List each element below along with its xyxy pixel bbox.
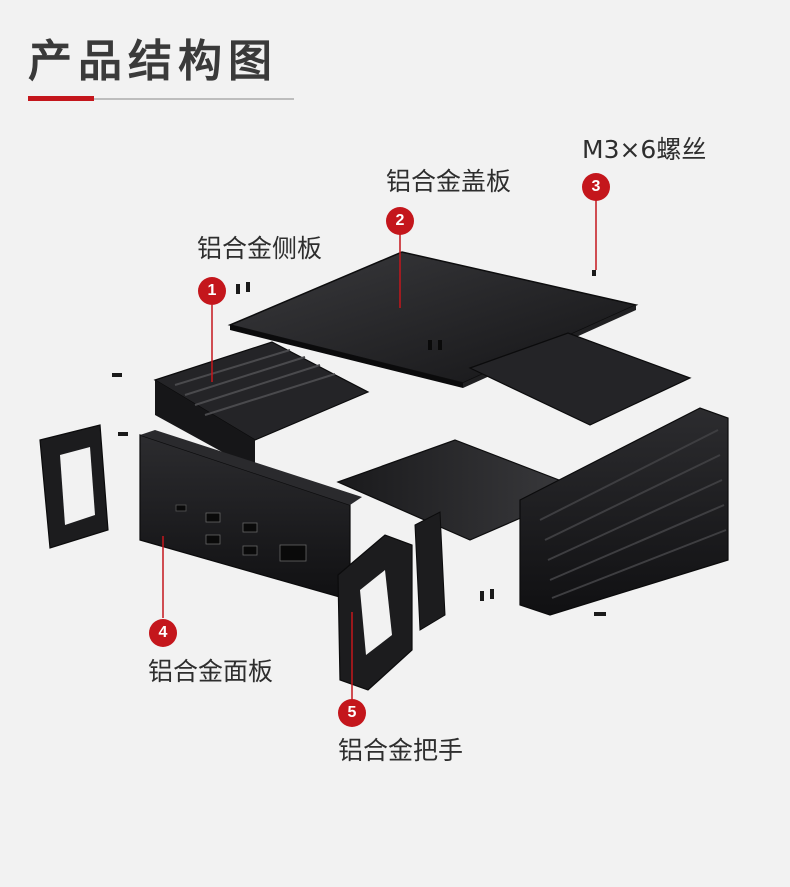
callout-badge-3: 3: [582, 173, 610, 201]
left-side-panel: [153, 341, 370, 470]
callout-label-side-panel: 铝合金侧板: [197, 234, 323, 263]
leader-lines: [162, 200, 597, 700]
callout-label-screw: M3×6螺丝: [582, 135, 707, 164]
callout-badge-1: 1: [198, 277, 226, 305]
callout-label-front-panel: 铝合金面板: [148, 657, 274, 686]
callout-label-handle: 铝合金把手: [338, 736, 464, 765]
front-handle: [337, 534, 413, 691]
callout-badge-2: 2: [386, 207, 414, 235]
left-handle: [39, 424, 109, 549]
callout-badge-5: 5: [338, 699, 366, 727]
title-underline: [28, 98, 294, 100]
page-title: 产品结构图: [28, 36, 278, 87]
callout-label-cover-plate: 铝合金盖板: [386, 167, 512, 196]
screws: [112, 270, 606, 616]
title-underline-accent: [28, 96, 94, 101]
right-side-panel: [468, 332, 729, 616]
mounting-bracket: [414, 511, 446, 631]
callout-badge-4: 4: [149, 619, 177, 647]
